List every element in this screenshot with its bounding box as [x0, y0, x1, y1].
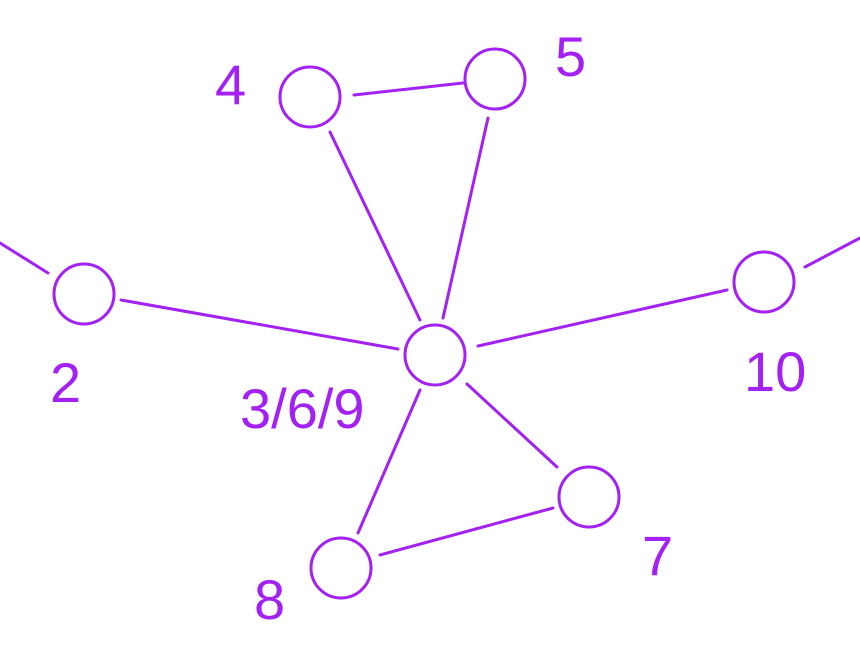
node-label-4: 4	[215, 53, 246, 116]
edge-369-8	[356, 388, 422, 535]
node-5	[463, 47, 527, 111]
edge-5-369	[441, 116, 490, 320]
edge-7-8	[378, 506, 555, 557]
node-label-369: 3/6/9	[240, 377, 365, 440]
edge-2-369	[119, 298, 400, 351]
nodes-layer	[52, 47, 796, 600]
edge-4-369	[328, 130, 422, 322]
node-369	[403, 323, 467, 387]
edge-10-369	[476, 288, 729, 348]
edge-2-offscreen	[0, 241, 50, 275]
edge-10-offscreen	[803, 236, 860, 269]
node-10	[732, 250, 796, 314]
edge-369-7	[465, 382, 559, 469]
node-7	[557, 465, 621, 529]
node-2	[52, 262, 116, 326]
node-label-10: 10	[744, 340, 806, 403]
node-label-2: 2	[50, 351, 81, 414]
node-label-8: 8	[254, 568, 285, 631]
labels-layer: 4 5 2 3/6/9 10 7 8	[50, 25, 806, 631]
edges-layer	[0, 81, 860, 557]
edge-4-5	[352, 81, 465, 97]
node-label-5: 5	[555, 25, 586, 88]
node-4	[278, 65, 342, 129]
node-8	[309, 536, 373, 600]
node-label-7: 7	[642, 524, 673, 587]
